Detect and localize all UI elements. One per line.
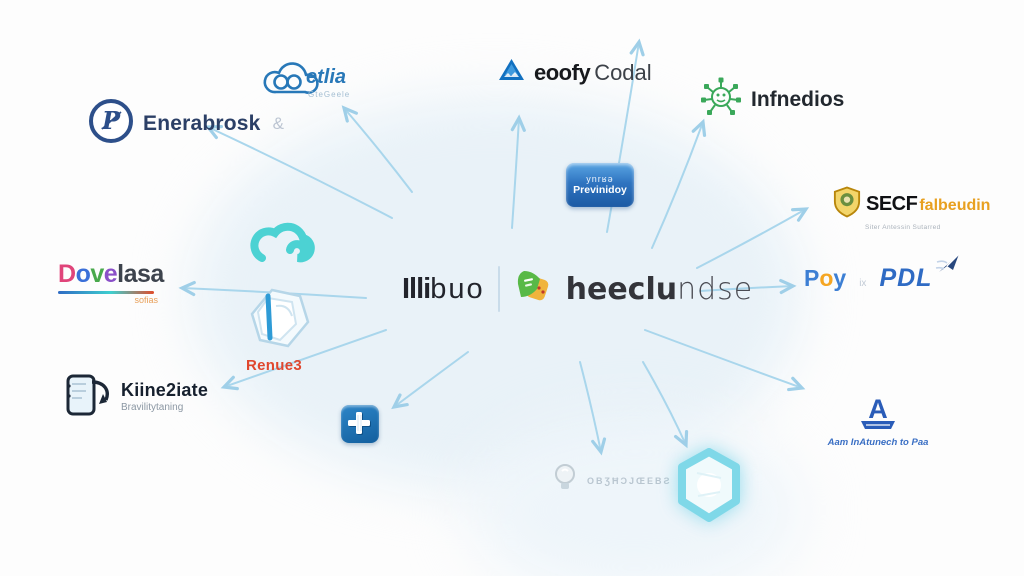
plus-tile-icon	[341, 405, 379, 443]
logo-aam: A Aam InAtunech to Paa	[818, 394, 938, 449]
illbuo-logo: Illibuo	[402, 273, 485, 306]
pdl-label: PDL	[879, 264, 933, 292]
poy-y: y	[833, 265, 847, 291]
aam-mark: A	[868, 394, 888, 424]
kiine2iate-tagline: Bravilitytaning	[121, 402, 184, 413]
logo-lightbulb: OBƷĦƆJŒEBƧ	[552, 462, 672, 499]
molecule-network-icon	[700, 76, 742, 123]
illbuo-light: buo	[430, 272, 485, 305]
eoofy-label-bold: eoofy	[534, 59, 591, 85]
poy-o: o	[819, 265, 834, 291]
dovelasa-letter: D	[58, 260, 76, 288]
logo-poypdl: Poy ix PDL	[804, 253, 971, 293]
dovelasa-letter: v	[90, 260, 104, 288]
hexagon-3d-icon	[238, 286, 322, 361]
aam-tagline: Aam InAtunech to Paa	[827, 437, 929, 448]
p-circle-icon: P	[88, 98, 134, 149]
device-arrow-icon	[62, 370, 112, 423]
dovelasa-letter: e	[103, 260, 118, 288]
secf-label-accent: falbeudin	[919, 197, 991, 214]
dovelasa-underline	[58, 291, 154, 294]
mountain-triangle-icon	[498, 58, 525, 87]
cloud-outline-icon	[262, 62, 328, 106]
poypdl-mid: ix	[859, 278, 867, 289]
previnidoy-line2: Previnidoy	[573, 184, 627, 196]
etlia-label: etlia	[306, 66, 347, 88]
brand-bold: heeclu	[565, 271, 678, 307]
enerabrosk-suffix: &	[272, 113, 284, 133]
dovelasa-letter: o	[75, 260, 91, 288]
illbuo-bold: Illi	[402, 272, 431, 305]
leaf-puzzle-icon	[513, 267, 553, 312]
infnedios-label: Infnedios	[751, 87, 845, 111]
aam-banner-icon	[861, 421, 895, 429]
brand-light: ndse	[677, 271, 754, 307]
rocket-icon	[936, 253, 971, 291]
logo-dovelasa: Dovelasa sofias	[58, 260, 164, 305]
teal-cloud-icon	[248, 212, 320, 279]
shield-icon	[833, 186, 861, 223]
renues-label: Renue3	[246, 357, 302, 374]
kiine2iate-label: Kiine2iate	[121, 380, 209, 400]
logo-enerabrosk: P Enerabrosk &	[88, 98, 284, 149]
previnidoy-line1: ynrʁǝ	[586, 174, 614, 184]
eoofy-label-light: Codal	[594, 59, 652, 85]
etlia-tagline: GteGeele	[308, 90, 351, 99]
dovelasa-tagline: sofias	[134, 295, 158, 305]
dovelasa-letters: lasa	[117, 260, 164, 288]
logo-infnedios: Infnedios	[700, 76, 844, 123]
divider	[497, 266, 500, 312]
logo-previnidoy: ynrʁǝ Previnidoy	[566, 163, 634, 207]
bottom-halo	[470, 420, 800, 576]
poy-p: P	[804, 265, 820, 291]
enerabrosk-label: Enerabrosk	[143, 111, 261, 135]
glow-hexagon-icon	[676, 448, 742, 527]
secf-tagline: Siter Antessin Sutarred	[865, 224, 941, 231]
lightbulb-label: OBƷĦƆJŒEBƧ	[587, 475, 672, 486]
center-brand: Illibuo heeclundse	[402, 266, 753, 312]
logo-renues: Renue3	[238, 286, 324, 374]
lightbulb-icon	[552, 462, 578, 499]
logo-etlia: etlia GteGeele	[262, 52, 372, 107]
heeclundse-logo: heeclundse	[566, 272, 754, 307]
logo-kiine2iate: Kiine2iate Bravilitytaning	[62, 370, 208, 423]
secf-label-bold: SECF	[866, 193, 918, 215]
